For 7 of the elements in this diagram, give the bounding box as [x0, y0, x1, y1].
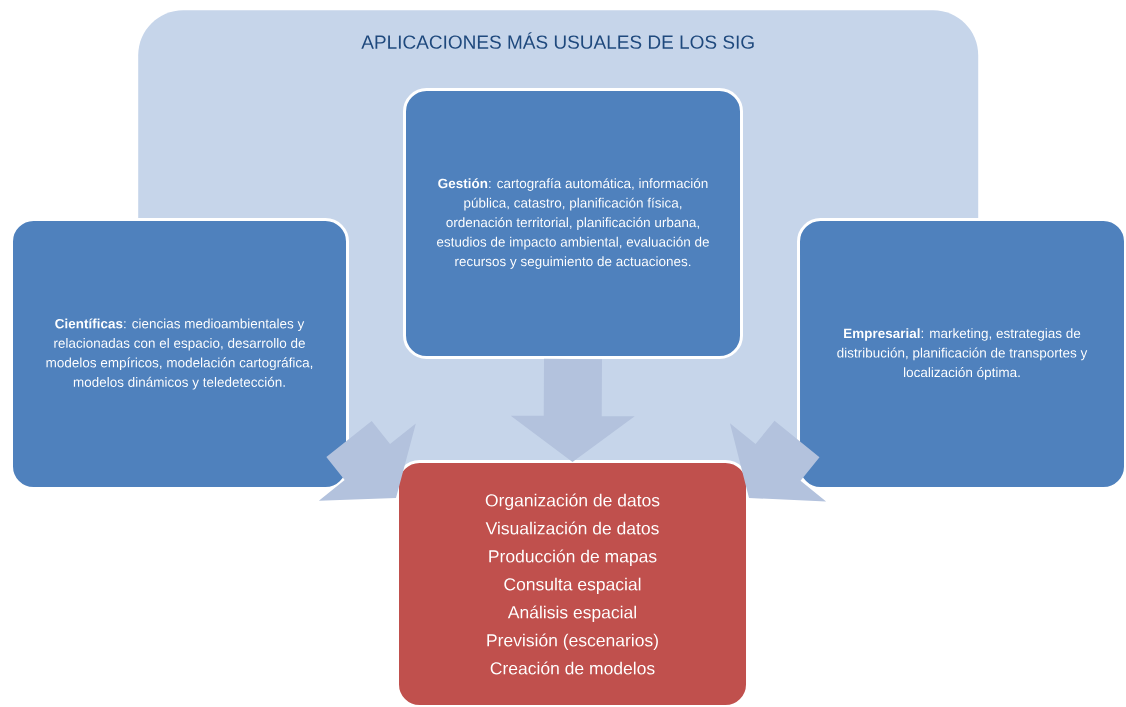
block-arrow	[510, 358, 635, 462]
category-box: Empresarial: marketing, estrategias de distribución, planificación de transportes y localización óptima.	[797, 218, 1126, 490]
functions-box: Organización de datos Visualización de datos Producción de mapas Consulta espacial Análisis espacial Previsión (escenarios) Creación de modelos	[396, 460, 749, 707]
block-arrow	[318, 420, 416, 501]
block-arrow	[729, 420, 827, 502]
category-box: Gestión: cartografía automática, información pública, catastro, planificación física, ordenación territorial, planificación urbana, estudios de impacto ambiental, evaluación de recursos y seguimiento de actuaciones.	[403, 88, 743, 359]
category-box: Científicas: ciencias medioambientales y relacionadas con el espacio, desarrollo de modelos empíricos, modelación cartográfica, modelos dinámicos y teledetección.	[10, 218, 349, 490]
